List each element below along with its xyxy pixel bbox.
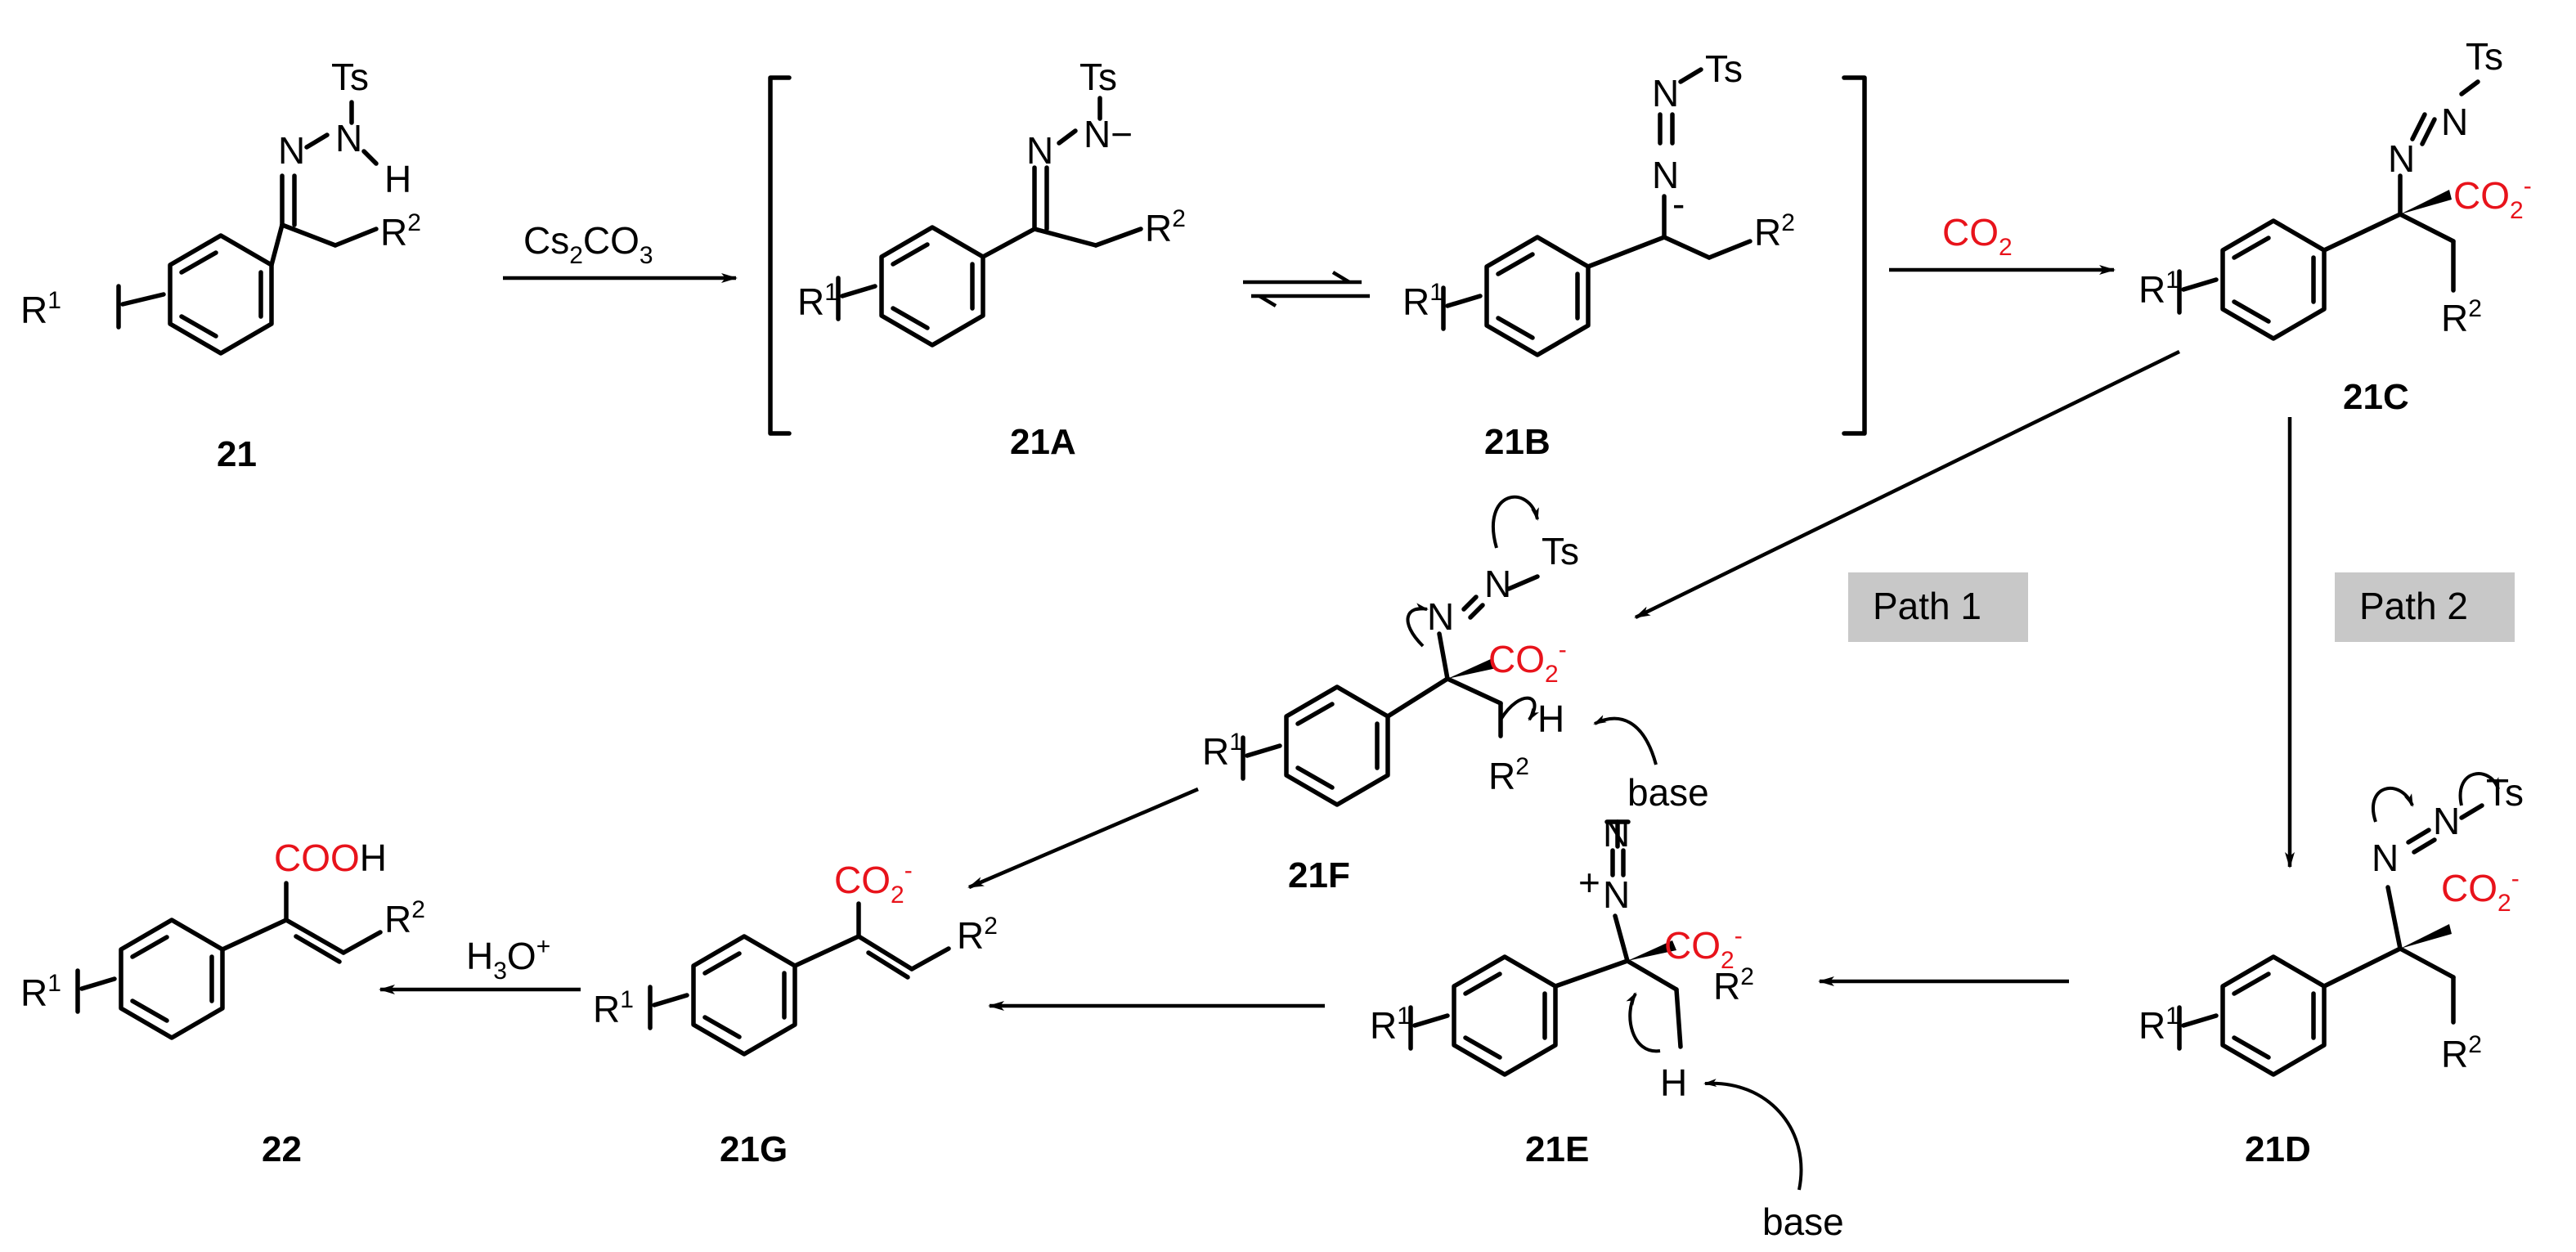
path-1-box <box>1848 572 2028 642</box>
equilibrium-arrows <box>1243 271 1370 307</box>
label-21e: 21E <box>1525 1129 1589 1169</box>
compound-21b: R1 N N - Ts R2 <box>1402 47 1795 357</box>
n-atom: N <box>1652 154 1679 196</box>
n-atom: N <box>2441 101 2468 143</box>
benzene-ring <box>168 233 274 356</box>
label-21: 21 <box>217 434 257 474</box>
benzene-ring <box>2220 218 2327 341</box>
label-22: 22 <box>262 1129 302 1169</box>
r2-label: R2 <box>384 896 425 940</box>
n-atom: N <box>1026 129 1053 172</box>
reagent-co2: CO2 <box>1942 211 2013 261</box>
positive-charge: + <box>1578 861 1600 904</box>
h-atom: H <box>384 158 411 200</box>
benzene-ring <box>1484 235 1591 357</box>
r1-label: R1 <box>1402 279 1443 323</box>
n-atom: N <box>2433 800 2460 842</box>
benzene-ring <box>119 918 225 1040</box>
label-21g: 21G <box>720 1129 788 1169</box>
compound-21: R1 N N H Ts R2 <box>20 56 421 356</box>
benzene-ring <box>691 934 797 1057</box>
r2-label: R2 <box>957 913 998 957</box>
carboxylate-group: CO2- <box>2441 865 2520 917</box>
r1-label: R1 <box>1370 1003 1411 1047</box>
compound-21g: R1 CO2- R2 <box>593 857 998 1057</box>
compound-21a: R1 N N− Ts R2 <box>797 56 1186 348</box>
r2-label: R2 <box>2441 1031 2482 1075</box>
r2-label: R2 <box>2441 295 2482 339</box>
carboxylate-group: CO2- <box>1664 922 1743 974</box>
r1-label: R1 <box>20 287 61 331</box>
r2-label: R2 <box>1754 209 1795 254</box>
carboxylate-group: CO2- <box>2453 173 2532 224</box>
n-atom: N <box>335 117 362 159</box>
reaction-arrow <box>967 787 1199 890</box>
compound-21e: R1 N N + CO2- R2 H base <box>1370 812 1844 1243</box>
ts-group: Ts <box>331 56 369 98</box>
r1-label: R1 <box>2138 267 2179 311</box>
r1-label: R1 <box>797 279 838 323</box>
label-21b: 21B <box>1484 422 1551 462</box>
ts-group: Ts <box>1542 530 1579 572</box>
n-atom: N <box>1484 563 1511 605</box>
base-label: base <box>1627 771 1709 814</box>
path-1-label: Path 1 <box>1873 585 1981 627</box>
ts-group: Ts <box>2466 35 2503 78</box>
left-bracket <box>768 75 792 436</box>
compound-21c: R1 N N Ts CO2- R2 <box>2138 35 2532 341</box>
r2-label: R2 <box>1713 963 1754 1007</box>
ts-group: Ts <box>1705 47 1743 90</box>
carbanion-charge: - <box>1672 182 1685 225</box>
label-21f: 21F <box>1288 855 1350 895</box>
r2-label: R2 <box>380 209 421 254</box>
benzene-ring <box>879 225 985 348</box>
reagent-h3o: H3O+ <box>466 933 550 985</box>
right-bracket <box>1842 75 1867 436</box>
h-atom: H <box>1537 698 1564 740</box>
reaction-arrow <box>1634 349 2180 620</box>
r1-label: R1 <box>593 986 634 1030</box>
benzene-ring <box>1452 954 1558 1077</box>
benzene-ring <box>1284 684 1390 807</box>
path-2-label: Path 2 <box>2359 585 2468 627</box>
base-label: base <box>1762 1200 1844 1243</box>
h-atom: H <box>1660 1061 1687 1104</box>
n-atom: N <box>1603 873 1630 916</box>
compound-21f: R1 N N Ts CO2- H R2 base <box>1202 495 1709 814</box>
n-atom: N <box>2388 137 2415 180</box>
benzene-ring <box>2220 954 2327 1077</box>
carboxylic-acid-group: COOH <box>274 837 387 879</box>
compound-21d: R1 N N Ts CO2- R2 <box>2138 771 2524 1077</box>
r1-label: R1 <box>1202 729 1243 773</box>
n-atom: N <box>278 129 305 172</box>
n-atom: N <box>1427 595 1454 638</box>
n-anion: N− <box>1084 113 1133 155</box>
label-21d: 21D <box>2245 1129 2311 1169</box>
r1-label: R1 <box>2138 1003 2179 1047</box>
compound-22: R1 COOH R2 <box>20 837 425 1040</box>
n-atom: N <box>2372 837 2399 879</box>
r1-label: R1 <box>20 970 61 1014</box>
r2-label: R2 <box>1488 753 1529 797</box>
carboxylate-group: CO2- <box>834 857 913 909</box>
ts-group: Ts <box>1079 56 1117 98</box>
path-2-box <box>2335 572 2515 642</box>
n-atom: N <box>1652 72 1679 114</box>
r2-label: R2 <box>1145 205 1186 249</box>
label-21c: 21C <box>2343 377 2409 417</box>
n-atom: N <box>1603 812 1630 855</box>
label-21a: 21A <box>1010 422 1076 462</box>
carboxylate-group: CO2- <box>1488 636 1567 688</box>
reagent-cs2co3: Cs2CO3 <box>523 219 653 269</box>
